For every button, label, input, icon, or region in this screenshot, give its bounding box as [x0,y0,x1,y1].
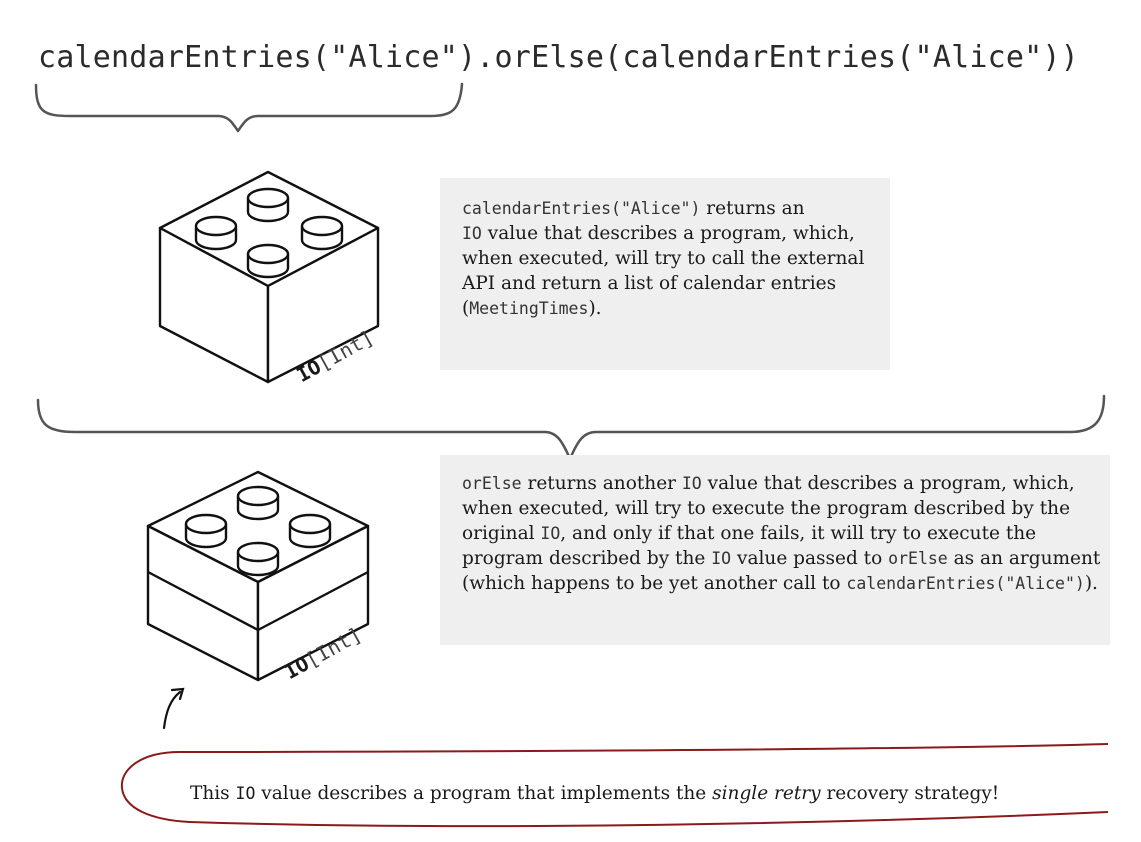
callout-message: This IO value describes a program that i… [190,783,1070,804]
callout-io: IO [235,784,256,803]
code-part-inner-call: calendarEntries("Alice") [38,40,477,75]
note2-io-2: IO [540,524,561,543]
brace-small [34,82,464,133]
annotation-note-2: orElse returns another IO value that des… [440,455,1110,645]
note2-text-c: , and only if that one fails, it will tr… [462,523,1037,569]
brace-large [36,394,1106,461]
callout-bubble [120,743,1109,828]
pointer-arrow [162,687,185,730]
note2-io-3: IO [711,549,732,568]
note1-text-b: value that describes a program, which, w… [462,223,865,319]
lego-brick-stacked [146,470,370,682]
note2-call: calendarEntries("Alice") [846,574,1085,593]
lego-brick-single [158,170,380,384]
note2-orelse-2: orElse [888,549,948,568]
callout-text-c: recovery strategy! [820,783,1000,804]
callout-text-b: value describes a program that implement… [255,783,713,804]
note1-io: IO [462,224,482,243]
note2-text-f: ). [1084,573,1098,594]
callout-italic: single retry [712,783,821,804]
note1-meeting-times: MeetingTimes [469,299,589,318]
note1-code-call: calendarEntries("Alice") [462,199,701,218]
note2-text-e: as an argument (which happens to be yet … [462,548,1101,594]
note2-io-1: IO [681,474,702,493]
note2-orelse: orElse [462,474,522,493]
note2-text-d: value passed to [731,548,889,569]
note1-text-c: ). [588,298,602,319]
note1-text: returns an [700,198,805,219]
callout-text-a: This [190,783,236,804]
annotation-note-1: calendarEntries("Alice") returns an IO va… [440,178,890,370]
note2-text-a: returns another [521,473,682,494]
code-part-orelse: .orElse(calendarEntries("Alice")) [476,40,1079,75]
note2-text-b: value that describes a program, which, w… [462,473,1075,544]
code-expression: calendarEntries("Alice").orElse(calendar… [38,40,1079,75]
